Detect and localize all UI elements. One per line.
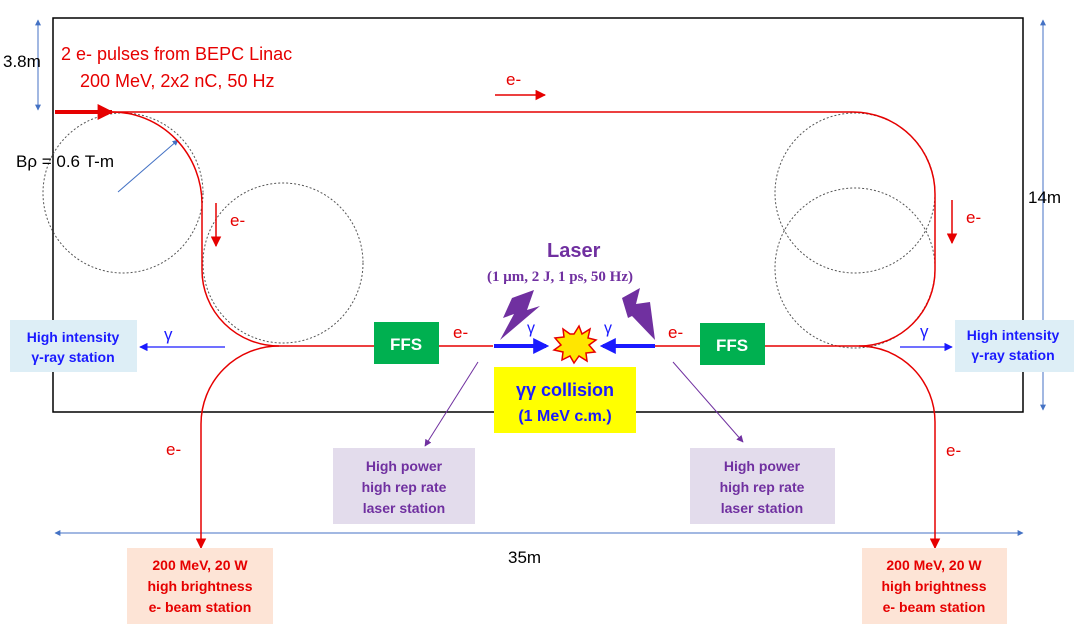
collision-star-icon bbox=[552, 324, 598, 365]
laser-station-right-box bbox=[690, 448, 835, 524]
ffs-right-label: FFS bbox=[716, 336, 748, 355]
beam-left-arc bbox=[111, 111, 493, 347]
bend-circle-left-2 bbox=[202, 182, 364, 344]
bend-circle-right-2 bbox=[774, 187, 936, 349]
electron-beam-path bbox=[55, 89, 958, 550]
beam-station-right-box bbox=[862, 548, 1007, 624]
dim-3-8m-label: 3.8m bbox=[3, 52, 41, 71]
beam-station-left-line1: 200 MeV, 20 W bbox=[152, 557, 248, 573]
beam-label-ffs-left: e- bbox=[453, 323, 468, 342]
gamma-station-left-line1: High intensity bbox=[27, 329, 120, 345]
bending-label: Bρ = 0.6 T-m bbox=[16, 152, 114, 171]
collision-line2: (1 MeV c.m.) bbox=[518, 408, 611, 425]
beam-station-right-line3: e- beam station bbox=[883, 599, 986, 615]
ffs-left-box bbox=[374, 322, 439, 364]
laser-station-left-line2: high rep rate bbox=[362, 479, 447, 495]
beam-station-left-box bbox=[127, 548, 273, 624]
laser-station-right-line2: high rep rate bbox=[720, 479, 805, 495]
gamma-station-right-line2: γ-ray station bbox=[971, 347, 1054, 363]
collision-box bbox=[494, 367, 636, 433]
laser-station-right-line3: laser station bbox=[721, 500, 803, 516]
laser-pointer-left bbox=[424, 361, 479, 447]
source-line1: 2 e- pulses from BEPC Linac bbox=[61, 44, 292, 64]
gamma-label-center-right: γ bbox=[604, 320, 612, 337]
beam-left-extraction bbox=[195, 345, 280, 550]
beam-label-right-down: e- bbox=[966, 208, 981, 227]
collision-line1: γγ collision bbox=[516, 380, 614, 400]
laser-station-left-line3: laser station bbox=[363, 500, 445, 516]
ffs-right-box bbox=[700, 323, 765, 365]
gamma-station-left-line2: γ-ray station bbox=[31, 349, 114, 365]
gamma-station-left-box bbox=[10, 320, 137, 372]
beam-label-right-lower: e- bbox=[946, 441, 961, 460]
laser-station-left-line1: High power bbox=[366, 458, 443, 474]
beam-station-right-line1: 200 MeV, 20 W bbox=[886, 557, 982, 573]
laser-title: Laser bbox=[547, 240, 601, 262]
beam-right-extraction bbox=[858, 345, 941, 550]
beam-label-ffs-right: e- bbox=[668, 323, 683, 342]
laser-station-right-line1: High power bbox=[724, 458, 801, 474]
source-line2: 200 MeV, 2x2 nC, 50 Hz bbox=[80, 71, 274, 91]
gamma-station-right-box bbox=[955, 320, 1074, 372]
gamma-label-left-out: γ bbox=[164, 325, 173, 344]
gamma-station-right-line1: High intensity bbox=[967, 327, 1060, 343]
gamma-label-right-out: γ bbox=[920, 322, 929, 341]
gamma-beams bbox=[139, 338, 953, 354]
laser-bolt-left-icon bbox=[500, 290, 540, 340]
laser-params: (1 μm, 2 J, 1 ps, 50 Hz) bbox=[487, 269, 633, 285]
beam-label-left-down: e- bbox=[230, 211, 245, 230]
dim-35m-label: 35m bbox=[508, 548, 541, 567]
laser-station-pointers bbox=[424, 361, 744, 447]
laser-bolt-right-icon bbox=[622, 288, 655, 340]
beam-label-top: e- bbox=[506, 70, 521, 89]
ffs-left-label: FFS bbox=[390, 335, 422, 354]
beam-station-right-line2: high brightness bbox=[882, 578, 987, 594]
beam-station-left-line2: high brightness bbox=[148, 578, 253, 594]
bending-circles bbox=[42, 112, 936, 349]
gamma-label-center-left: γ bbox=[527, 320, 535, 337]
laser-pointer-right bbox=[672, 361, 744, 443]
bend-circle-left-1 bbox=[42, 112, 204, 274]
beam-station-left-line3: e- beam station bbox=[149, 599, 252, 615]
beam-right-arc bbox=[655, 111, 936, 347]
bend-radius-arrow bbox=[117, 139, 179, 193]
beam-label-left-lower: e- bbox=[166, 440, 181, 459]
laser-station-left-box bbox=[333, 448, 475, 524]
dim-14m-label: 14m bbox=[1028, 188, 1061, 207]
